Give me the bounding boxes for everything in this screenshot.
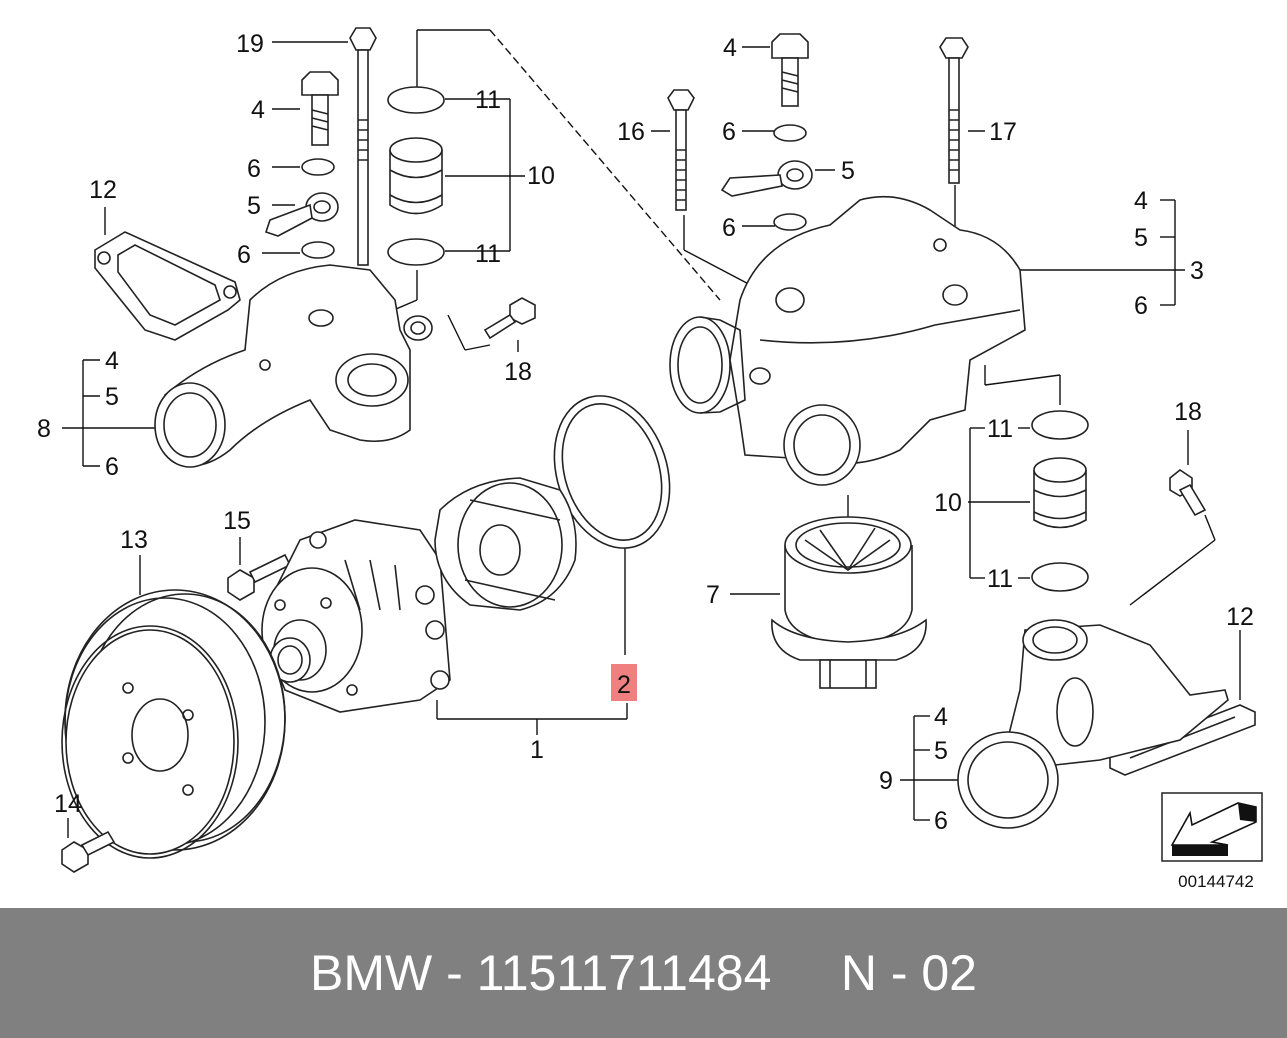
- callout-6: 6: [722, 118, 736, 146]
- callout-1: 1: [530, 736, 544, 764]
- pulley-13: [61, 589, 286, 859]
- callout-4: 4: [251, 96, 265, 124]
- callout-6: 6: [722, 214, 736, 242]
- bolt-18-left: [483, 297, 536, 340]
- callout-16: 16: [617, 118, 645, 146]
- gasket-2: [553, 395, 671, 549]
- callout-11: 11: [475, 240, 501, 268]
- callout-5: 5: [841, 157, 855, 185]
- callout-17: 17: [989, 118, 1017, 146]
- seal-ring-6-left-top: [301, 158, 335, 176]
- bolt-17: [939, 37, 969, 184]
- banjo-fitting-5-left: [264, 192, 339, 237]
- callout-9: 9: [879, 767, 893, 795]
- seal-ring-6-left-bottom: [301, 241, 335, 259]
- direction-arrow-box: [1161, 792, 1263, 862]
- callout-2: 2: [617, 671, 631, 699]
- callout-4: 4: [1134, 187, 1148, 215]
- banjo-bolt-4-left: [301, 71, 339, 146]
- callout-19: 19: [236, 30, 264, 58]
- flange-ring-left: [403, 315, 433, 341]
- callout-5: 5: [934, 737, 948, 765]
- callout-7: 7: [706, 581, 720, 609]
- callout-8: 8: [37, 415, 51, 443]
- callout-5: 5: [247, 192, 261, 220]
- diagram-id: 00144742: [1178, 872, 1254, 891]
- callout-2-highlight[interactable]: 2: [611, 664, 637, 701]
- callout-6: 6: [934, 807, 948, 835]
- part-number-caption: BMW - 11511711484 N - 02: [310, 945, 977, 1001]
- highlight-box: [611, 664, 637, 701]
- callout-6: 6: [247, 155, 261, 183]
- bolt-16: [667, 89, 695, 211]
- gasket-12-left: [94, 231, 241, 341]
- callout-6: 6: [237, 241, 251, 269]
- banjo-bolt-4-right: [771, 33, 809, 107]
- callout-14: 14: [54, 790, 82, 818]
- callout-15: 15: [223, 507, 251, 535]
- callout-12: 12: [89, 176, 117, 204]
- sleeve-10-left: [389, 137, 443, 215]
- callout-4: 4: [934, 703, 948, 731]
- callout-10: 10: [934, 489, 962, 517]
- callout-18: 18: [1174, 398, 1202, 426]
- callout-11: 11: [987, 565, 1013, 593]
- footer-bar: BMW - 11511711484 N - 02: [0, 908, 1287, 1038]
- bolt-14: [61, 830, 116, 873]
- housing-8-left: [154, 264, 411, 468]
- banjo-fitting-5-right: [720, 160, 813, 197]
- sleeve-10-right: [1033, 457, 1087, 529]
- seal-ring-6-right-top: [773, 124, 807, 142]
- seal-ring-6-right-bottom: [773, 213, 807, 231]
- housing-3-thermostat-cover: [669, 195, 1026, 486]
- leader-lines: [62, 29, 1241, 838]
- callout-18: 18: [504, 358, 532, 386]
- o-ring-11-right-top: [1031, 410, 1089, 440]
- callout-12: 12: [1226, 603, 1254, 631]
- water-pump-1: [261, 477, 577, 713]
- callout-labels: 19 4 6 5 6 11 10 11 12 18 8 4 5 6 16 4 6…: [37, 30, 1254, 835]
- housing-9-right: [957, 619, 1229, 829]
- bolt-15: [227, 553, 292, 601]
- bolt-18-right: [1169, 469, 1207, 517]
- callout-5: 5: [105, 383, 119, 411]
- callout-5: 5: [1134, 224, 1148, 252]
- parts-diagram: 19 4 6 5 6 11 10 11 12 18 8 4 5 6 16 4 6…: [37, 27, 1263, 891]
- callout-11: 11: [987, 415, 1013, 443]
- callout-11: 11: [475, 86, 501, 114]
- o-ring-11-right-bottom: [1031, 562, 1089, 592]
- o-ring-11-left-bottom: [387, 238, 445, 266]
- callout-4: 4: [105, 347, 119, 375]
- bolt-19: [349, 27, 377, 266]
- callout-6: 6: [1134, 292, 1148, 320]
- callout-4: 4: [723, 34, 737, 62]
- callout-10: 10: [527, 162, 555, 190]
- callout-6: 6: [105, 453, 119, 481]
- callout-13: 13: [120, 526, 148, 554]
- o-ring-11-left-top: [387, 86, 445, 114]
- callout-3: 3: [1190, 257, 1204, 285]
- thermostat-7: [771, 516, 927, 689]
